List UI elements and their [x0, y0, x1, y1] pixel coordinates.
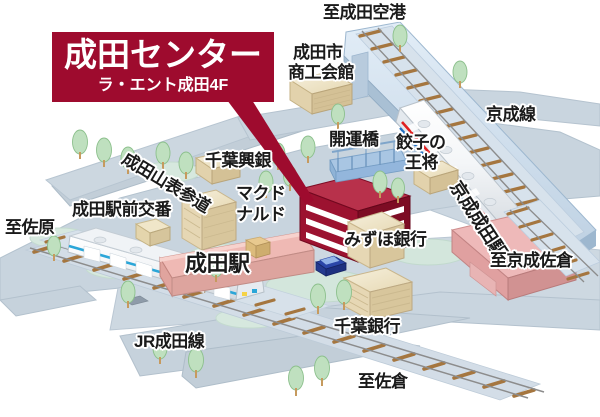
map-label-to-sakura-bottom: 至佐倉	[358, 372, 408, 391]
building-koban	[134, 218, 172, 247]
map-label-mcdonalds2: ナルド	[236, 205, 286, 224]
building-chiba-bank	[342, 267, 414, 321]
map-label-narita-station: 成田駅	[185, 251, 250, 276]
map-label-to-sawara-left: 至佐原	[5, 218, 55, 237]
callout-title: 成田センター	[64, 36, 262, 73]
building-mizuho-bank	[346, 211, 406, 269]
map-label-jr-narita-line: JR成田線	[134, 332, 205, 351]
callout-box: 成田センター ラ・エント成田4F	[52, 32, 274, 103]
callout-pointer	[227, 100, 314, 205]
map-label-kaiun-bridge: 開運橋	[329, 130, 379, 149]
map-label-to-narita-airport: 至成田空港	[323, 3, 406, 22]
building-chiba-kogin	[194, 151, 242, 185]
generic-buildings	[134, 71, 460, 321]
map-label-narita-shokokaikan: 成田市	[293, 43, 343, 62]
map-label-mizuho-bank: みずほ銀行	[344, 230, 427, 249]
vehicles	[123, 255, 347, 306]
keisei-track-southeast	[503, 199, 600, 283]
kaiun-bridge-structure	[329, 139, 407, 183]
map-label-to-keisei-sakura: 至京成佐倉	[490, 251, 573, 270]
map-label-narita-shokokaikan2: 商工会館	[288, 63, 355, 82]
building-mcdonalds	[180, 189, 238, 251]
map-label-gyoza-no-osho2: 王将	[405, 153, 439, 172]
map-label-chiba-bank: 千葉銀行	[334, 317, 401, 336]
map-label-chiba-kogin: 千葉興銀	[205, 151, 272, 170]
building-gyoza-no-osho	[412, 160, 460, 195]
car-blue	[315, 255, 347, 277]
map-label-narita-koban: 成田駅前交番	[72, 200, 172, 219]
building-kiosk	[244, 236, 272, 259]
map-label-gyoza-no-osho: 餃子の	[396, 133, 446, 152]
map-label-mcdonalds: マクド	[236, 184, 286, 203]
map-label-keisei-line: 京成線	[486, 105, 536, 124]
callout-subtitle: ラ・エント成田4F	[97, 76, 229, 94]
